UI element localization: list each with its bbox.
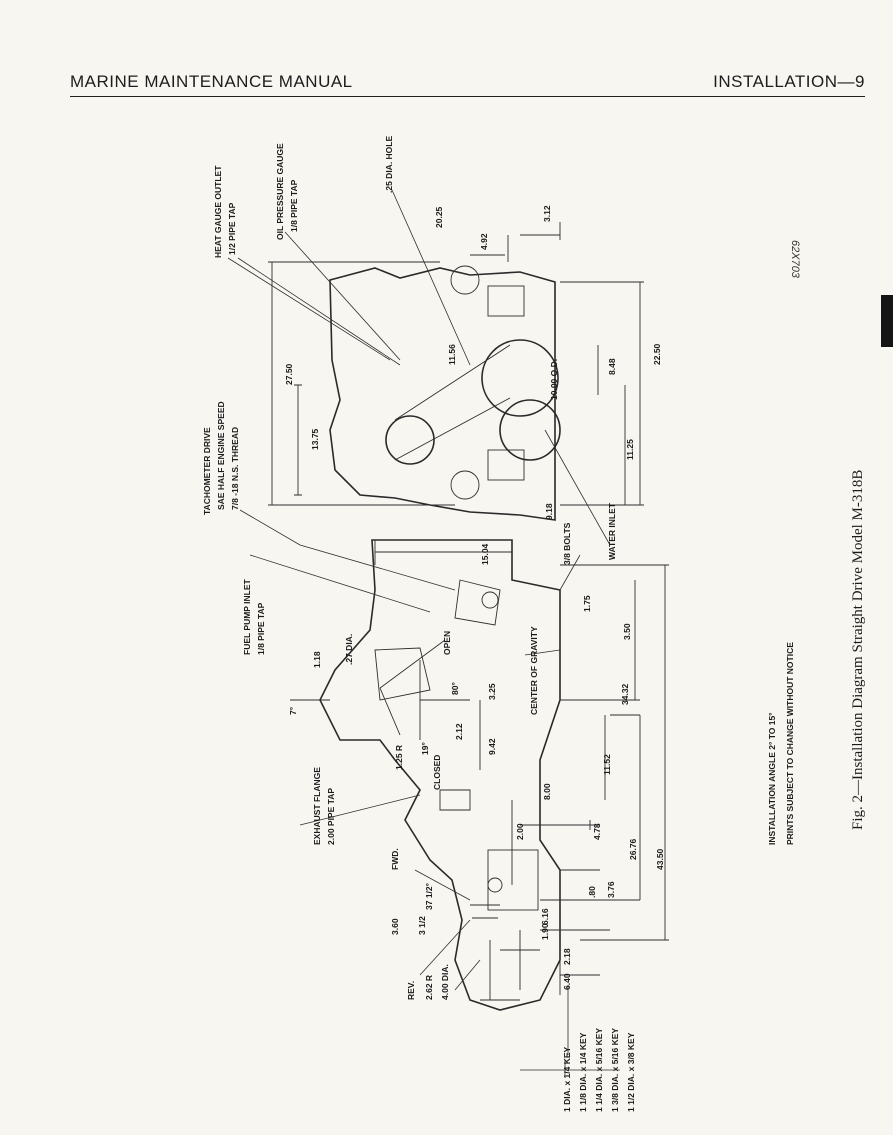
callout-leaders [227, 189, 611, 1055]
dim-3-76: 3.76 [606, 881, 616, 898]
key-list-item: 1 1/2 DIA. x 3/8 KEY [626, 1032, 636, 1112]
engine-outline [319, 265, 561, 1011]
label-oil-pressure-tap: 1/8 PIPE TAP [289, 179, 299, 232]
reference-number: 62X703 [789, 240, 801, 279]
label-open: OPEN [442, 631, 452, 655]
figure-caption: Fig. 2—Installation Diagram Straight Dri… [850, 470, 866, 830]
note-installation-angle: INSTALLATION ANGLE 2° TO 15° [767, 712, 777, 845]
dim-19-deg: 19° [420, 742, 430, 755]
key-list: 1 DIA. x 1/4 KEY 1 1/8 DIA. x 1/4 KEY 1 … [520, 1028, 636, 1112]
dim-3-25: 3.25 [487, 683, 497, 700]
dim-20-25: 20.25 [434, 206, 444, 228]
dim-1-90: 1.90 [540, 923, 550, 940]
dim-3-50: 3.50 [622, 623, 632, 640]
dim-80s: .80 [587, 886, 597, 898]
label-fuel-pump-tap: 1/8 PIPE TAP [256, 602, 266, 655]
label-fwd: FWD. [390, 848, 400, 870]
dim-3-12: 3.12 [542, 205, 552, 222]
dim-4-00-dia: 4.00 DIA. [440, 964, 450, 1000]
dim-9-42: 9.42 [487, 738, 497, 755]
dim-4-78: 4.78 [592, 823, 602, 840]
dim-3-5: 3 1/2 [417, 916, 427, 935]
label-tachometer: TACHOMETER DRIVE [202, 427, 212, 515]
label-heat-gauge: HEAT GAUGE OUTLET [213, 165, 223, 258]
label-exhaust-tap: 2.00 PIPE TAP [326, 788, 336, 845]
dim-1-25r: 1.25 R [394, 745, 404, 770]
dim-6-16: 6.16 [540, 908, 550, 925]
dim-27-50: 27.50 [284, 363, 294, 385]
label-fuel-pump: FUEL PUMP INLET [242, 578, 252, 655]
dim-11-56: 11.56 [447, 344, 457, 365]
dim-8-48: 8.48 [607, 358, 617, 375]
label-bolts: 3/8 BOLTS [562, 522, 572, 565]
label-hole: .25 DIA. HOLE [384, 136, 394, 193]
dim-27-dia: .27 DIA. [344, 634, 354, 665]
thumb-index-tab [881, 295, 893, 347]
dim-2-62r: 2.62 R [424, 975, 434, 1000]
label-oil-pressure: OIL PRESSURE GAUGE [275, 143, 285, 240]
key-list-item: 1 3/8 DIA. x 5/16 KEY [610, 1028, 620, 1112]
label-closed: CLOSED [432, 755, 442, 790]
label-heat-gauge-tap: 1/2 PIPE TAP [227, 202, 237, 255]
key-list-item: 1 DIA. x 1/4 KEY [562, 1046, 572, 1112]
dim-9-18: 9.18 [544, 503, 554, 520]
manual-title: MARINE MAINTENANCE MANUAL [70, 72, 353, 91]
key-list-item: 1 1/4 DIA. x 5/16 KEY [594, 1028, 604, 1112]
callout-labels: HEAT GAUGE OUTLET 1/2 PIPE TAP OIL PRESS… [202, 136, 617, 1000]
dim-37-5-deg: 37 1/2° [424, 882, 434, 910]
label-exhaust-flange: EXHAUST FLANGE [312, 767, 322, 845]
label-center-gravity: CENTER OF GRAVITY [529, 626, 539, 715]
note-prints-notice: PRINTS SUBJECT TO CHANGE WITHOUT NOTICE [785, 642, 795, 845]
label-water-inlet: WATER INLET [607, 502, 617, 560]
notes: INSTALLATION ANGLE 2° TO 15° PRINTS SUBJ… [767, 642, 795, 845]
label-tachometer-speed: SAE HALF ENGINE SPEED [216, 401, 226, 510]
page-header: MARINE MAINTENANCE MANUAL INSTALLATION—9 [70, 72, 865, 97]
dim-1-18: 1.18 [312, 651, 322, 668]
dim-8-00: 8.00 [542, 783, 552, 800]
dim-4-92: 4.92 [479, 233, 489, 250]
dim-15-04: 15.04 [480, 543, 490, 565]
dimension-lines [268, 222, 669, 1001]
label-tachometer-thread: 7/8 -18 N.S. THREAD [230, 427, 240, 510]
dim-34-32: 34.32 [620, 683, 630, 705]
section-page-number: INSTALLATION—9 [713, 72, 865, 91]
dim-26-76: 26.76 [628, 838, 638, 860]
dim-2-00: 2.00 [515, 823, 525, 840]
dim-80-deg: 80° [450, 682, 460, 695]
dim-11-25: 11.25 [625, 439, 635, 460]
dim-43-50: 43.50 [655, 848, 665, 870]
dim-11-52: 11.52 [602, 754, 612, 775]
dim-2-18: 2.18 [562, 948, 572, 965]
dim-6-40: 6.40 [562, 973, 572, 990]
dim-3-60: 3.60 [390, 918, 400, 935]
dim-7-deg: 7° [288, 706, 298, 715]
dimension-values: 20.25 4.92 3.12 27.50 13.75 11.56 8.48 2… [284, 205, 665, 1000]
label-od: 10.00 O.D. [549, 359, 559, 400]
dim-1-75: 1.75 [582, 595, 592, 612]
dim-13-75: 13.75 [310, 428, 320, 450]
label-rev: REV. [406, 981, 416, 1000]
dim-2-12: 2.12 [454, 723, 464, 740]
dim-22-50: 22.50 [652, 343, 662, 365]
key-list-item: 1 1/8 DIA. x 1/4 KEY [578, 1032, 588, 1112]
